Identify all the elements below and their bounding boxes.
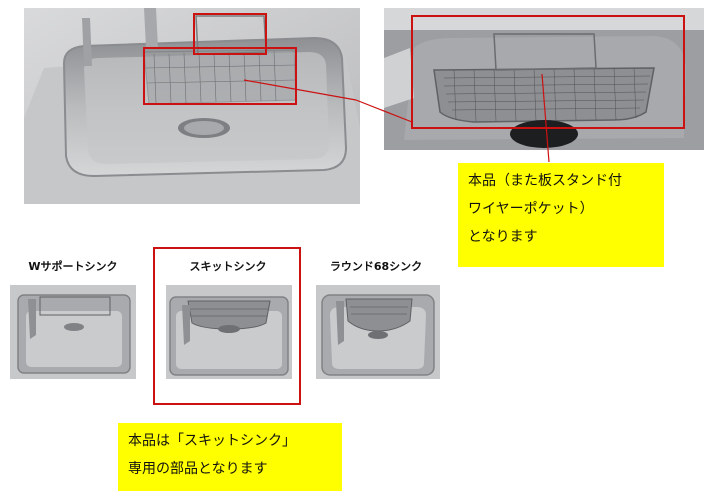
callout-product-line-2: ワイヤーポケット）: [468, 201, 594, 217]
sink-thumb-round68: [316, 285, 440, 379]
callout-product-line-3: となります: [468, 229, 538, 245]
skit-sink-highlight-frame: [153, 247, 301, 405]
sink-type-label-round68: ラウンド68シンク: [329, 260, 423, 273]
sink-thumb-w-support: [10, 285, 136, 379]
sink-type-label-skit: スキットシンク: [189, 260, 267, 273]
callout-compat-line-2: 専用の部品となります: [128, 461, 268, 477]
sink-photo-main: [24, 8, 360, 204]
callout-product-line-1: 本品（また板スタンド付: [468, 173, 622, 189]
sink-photo-closeup: [384, 8, 704, 150]
callout-product-note: 本品（また板スタンド付 ワイヤーポケット） となります: [458, 163, 664, 267]
callout-compat-line-1: 本品は「スキットシンク」: [128, 433, 296, 449]
sink-thumb-skit: [166, 285, 292, 379]
sink-type-label-w-support: Wサポートシンク: [28, 260, 118, 273]
callout-compat-note: 本品は「スキットシンク」 専用の部品となります: [118, 423, 342, 491]
